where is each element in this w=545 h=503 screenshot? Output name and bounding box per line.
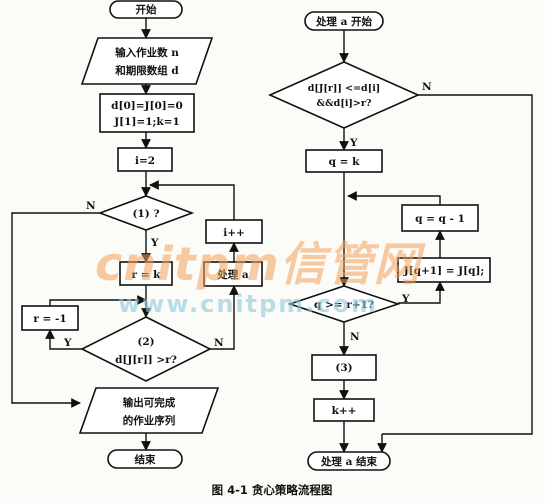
right-decision1-line1: d[J[r]] <=d[i] <box>308 83 381 94</box>
right-q-assign-box <box>305 149 383 173</box>
left-i-assign-box <box>117 147 173 172</box>
right-j-shift-label: J[q+1] = J[q]; <box>403 265 485 277</box>
right-blank3-box <box>311 354 377 381</box>
left-i-assign-label: i=2 <box>135 155 155 167</box>
right-q-dec-label: q = q - 1 <box>415 213 465 225</box>
left-input-parallelogram <box>80 37 214 85</box>
left-process-a-box <box>203 261 263 287</box>
right-label-n1: N <box>422 81 432 93</box>
right-decision2 <box>287 285 401 323</box>
right-start-terminal <box>304 11 384 31</box>
left-decision2-line1: (2) <box>137 336 154 348</box>
left-label-y1: Y <box>150 237 159 249</box>
right-end-terminal <box>307 451 391 471</box>
left-input-line1: 输入作业数 n <box>115 46 179 59</box>
left-label-y2: Y <box>63 337 72 349</box>
edge-rdec1-n <box>382 94 533 435</box>
edge-dec-loop <box>347 191 441 205</box>
left-edges <box>11 17 239 451</box>
left-label-n1: N <box>86 200 96 212</box>
left-decision1 <box>97 195 195 231</box>
right-end-label: 处理 a 结束 <box>320 455 378 468</box>
right-q-dec-box <box>401 204 479 232</box>
figure-caption: 图 4-1 贪心策略流程图 <box>212 483 333 497</box>
left-process-a-label: 处理 a <box>216 268 249 281</box>
watermark-url: www.cnitpm.com <box>118 290 378 318</box>
left-start-terminal <box>109 0 183 19</box>
left-r-dec-label: r = -1 <box>33 313 66 325</box>
right-start-label: 处理 a 开始 <box>315 15 373 28</box>
left-output-parallelogram <box>78 387 220 434</box>
edge-dec2-process <box>210 285 239 350</box>
left-init-line2: J[1]=1;k=1 <box>113 116 180 128</box>
left-start-label: 开始 <box>136 3 157 16</box>
right-label-y2: Y <box>401 293 410 305</box>
edge-dec2-rdec <box>45 329 82 350</box>
right-k-inc-label: k++ <box>332 405 357 417</box>
left-decision2-line2: d[J[r]] >r? <box>115 354 177 366</box>
left-i-inc-box <box>205 219 263 244</box>
left-end-terminal <box>107 449 183 469</box>
right-blank3-label: (3) <box>335 362 352 374</box>
right-decision2-label: q >= r+1? <box>314 299 374 311</box>
edge-rdec-back <box>49 295 147 306</box>
watermark-brand: cnitpm信管网 <box>95 237 426 291</box>
right-label-y1: Y <box>349 137 358 149</box>
left-i-inc-label: i++ <box>223 227 245 239</box>
left-output-line1: 输出可完成 <box>123 396 176 409</box>
right-q-assign-label: q = k <box>329 156 360 168</box>
right-k-inc-box <box>313 398 375 422</box>
left-decision1-label: (1) ? <box>132 208 159 220</box>
right-edges <box>339 30 533 453</box>
right-decision1 <box>268 61 420 129</box>
edge-rdec2-y <box>398 281 445 304</box>
left-label-n2: N <box>214 337 224 349</box>
left-init-line1: d[0]=J[0]=0 <box>111 100 183 112</box>
left-init-box <box>99 93 195 133</box>
right-label-n2: N <box>350 331 360 343</box>
edge-inc-loop <box>149 180 235 220</box>
left-decision2 <box>80 316 212 382</box>
left-r-dec-box <box>21 305 79 331</box>
right-j-shift-box <box>397 257 491 283</box>
edge-dec1-output <box>11 212 100 408</box>
left-output-line2: 的作业序列 <box>123 414 176 427</box>
left-end-label: 结束 <box>135 453 156 466</box>
right-decision1-line2: &&d[i]>r? <box>317 98 372 109</box>
left-r-assign-box <box>119 261 173 286</box>
left-input-line2: 和期限数组 d <box>114 64 179 77</box>
left-r-assign-label: r = k <box>132 269 162 281</box>
